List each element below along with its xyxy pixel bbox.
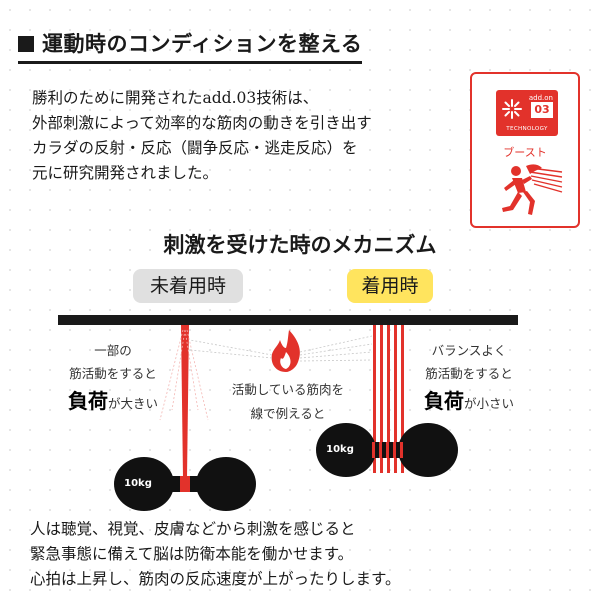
add-on-number: 03 [531,102,553,118]
right-dumbbell [316,423,458,477]
intro-line: 外部刺激によって効率的な筋肉の動きを引き出す [32,114,372,132]
footer-paragraph: 人は聴覚、視覚、皮膚などから刺激を感じると 緊急事態に備えて脳は防衛本能を働かせ… [30,517,400,592]
square-bullet-icon [18,36,34,52]
add-on-03-badge: add.on 03 TECHNOLOGY ブースト [470,72,580,228]
hanging-bar [58,315,518,325]
sparkle-logo-icon [502,99,522,119]
load-emphasis: 負荷 [423,389,464,413]
flame-icon [271,330,300,372]
left-strand [159,325,209,478]
intro-line: 元に研究開発されました。 [32,164,219,182]
intro-line: 勝利のために開発されたadd.03技術は、 [32,89,319,107]
footer-line: 人は聴覚、視覚、皮膚などから刺激を感じると [30,520,356,538]
load-emphasis: 負荷 [67,389,108,413]
intro-paragraph: 勝利のために開発されたadd.03技術は、 外部刺激によって効率的な筋肉の動きを… [32,86,372,186]
left-explanation: 一部の 筋活動をすると 負荷が大きい [67,343,158,413]
running-person-icon [502,164,563,215]
center-explanation: 活動している筋肉を 線で例えると [231,382,345,421]
flame-rays [189,335,373,362]
not-wearing-label: 未着用時 [133,269,243,303]
right-weight-label: 10kg [326,444,354,455]
add-on-text: add.on [528,94,553,102]
add-on-logo: add.on 03 TECHNOLOGY [496,90,558,136]
left-weight-label: 10kg [124,478,152,489]
technology-text: TECHNOLOGY [506,126,548,132]
footer-line: 心拍は上昇し、筋肉の反応速度が上がったりします。 [30,570,401,588]
right-strands [373,325,404,473]
section-heading: 運動時のコンディションを整える [18,28,363,64]
left-dumbbell [114,457,256,511]
intro-line: カラダの反射・反応（闘争反応・逃走反応）を [32,139,358,157]
right-explanation: バランスよく 筋活動をすると 負荷が小さい [423,343,514,413]
footer-line: 緊急事態に備えて脳は防衛本能を働かせます。 [30,545,354,563]
mechanism-title: 刺激を受けた時のメカニズム [163,233,437,257]
wearing-label: 着用時 [347,269,433,303]
boost-label: ブースト [503,146,547,159]
